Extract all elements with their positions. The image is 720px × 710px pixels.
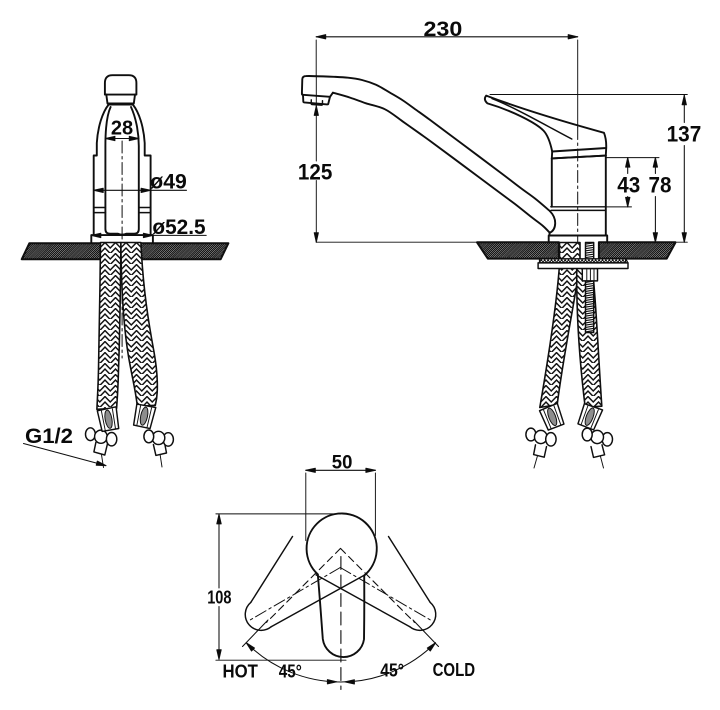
svg-text:45°: 45° [380,661,404,681]
svg-text:ø52.5: ø52.5 [152,216,206,239]
svg-text:230: 230 [424,18,463,41]
svg-text:50: 50 [332,452,353,473]
svg-text:HOT: HOT [223,662,258,682]
svg-text:45°: 45° [279,661,302,681]
svg-text:125: 125 [298,159,332,184]
svg-text:108: 108 [207,588,231,608]
svg-text:28: 28 [111,117,133,139]
svg-text:78: 78 [649,173,672,198]
svg-text:G1/2: G1/2 [25,425,73,448]
svg-text:COLD: COLD [433,660,476,680]
svg-text:ø49: ø49 [150,171,187,194]
svg-text:137: 137 [667,122,702,147]
svg-text:43: 43 [617,173,640,198]
